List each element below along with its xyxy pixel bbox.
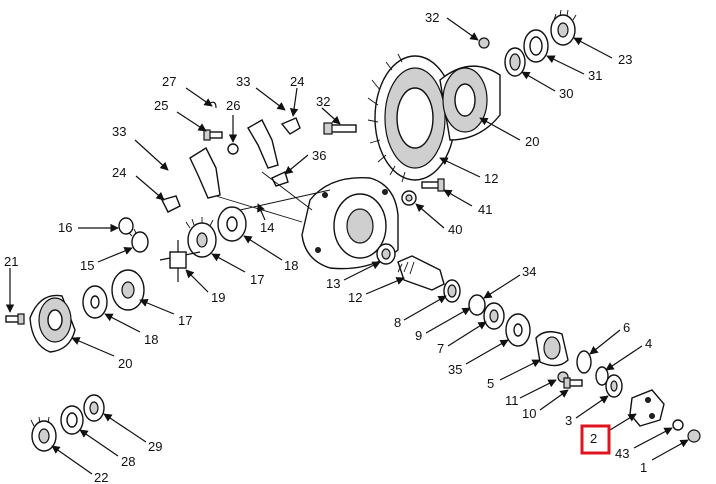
pinion-mate-15: [127, 228, 149, 253]
highlight-box-callout-2: [580, 424, 611, 455]
seal-6: [576, 350, 592, 374]
callout-8: 8: [394, 315, 401, 330]
callout-43: 43: [615, 446, 629, 461]
callout-17-left: 17: [178, 313, 192, 328]
callout-7: 7: [437, 341, 444, 356]
callout-36: 36: [312, 148, 326, 163]
bearing-cap-left: [189, 146, 221, 199]
callout-5: 5: [487, 376, 494, 391]
callout-17-right: 17: [250, 272, 264, 287]
drive-pinion: [397, 255, 445, 291]
spider-19: [159, 240, 201, 282]
callout-1: 1: [640, 460, 647, 475]
callout-24-left: 24: [112, 165, 126, 180]
differential-case-half-left: [29, 294, 76, 353]
callout-40: 40: [448, 222, 462, 237]
bearing-cone-29: [83, 394, 105, 422]
side-bearing-cup: [523, 29, 549, 63]
callout-32-middle: 32: [316, 94, 330, 109]
callout-22: 22: [94, 470, 108, 484]
callout-29: 29: [148, 439, 162, 454]
callout-20-left: 20: [118, 356, 132, 371]
lock-24-left: [160, 195, 181, 213]
side-gear-thrust-washer-18: [217, 206, 247, 242]
callout-13: 13: [326, 276, 340, 291]
callout-18-left: 18: [144, 332, 158, 347]
differential-case-half-top: [439, 65, 501, 141]
bolt-32-top: [323, 122, 357, 135]
washer-40: [401, 190, 417, 206]
callout-33-top: 33: [236, 74, 250, 89]
callout-14: 14: [260, 220, 274, 235]
callout-9: 9: [415, 328, 422, 343]
callout-21: 21: [4, 254, 18, 269]
carrier-housing: [301, 176, 399, 270]
callout-11: 11: [505, 393, 519, 408]
callout-20-top: 20: [525, 134, 539, 149]
callout-28: 28: [121, 454, 135, 469]
bolt-21: [5, 313, 25, 325]
callout-3: 3: [565, 413, 572, 428]
bolt-10: [563, 377, 583, 389]
callout-12-middle: 12: [348, 290, 362, 305]
washer-4: [595, 366, 609, 386]
callout-27: 27: [162, 74, 176, 89]
callout-15: 15: [80, 258, 94, 273]
callout-6: 6: [623, 320, 630, 335]
adjusting-nut: [550, 9, 577, 46]
callout-31: 31: [588, 68, 602, 83]
bolt-41: [421, 178, 445, 192]
bolt-25: [203, 129, 223, 141]
bearing-cup-28: [60, 405, 84, 435]
callout-4: 4: [645, 336, 652, 351]
callout-10: 10: [522, 406, 536, 421]
callout-26: 26: [226, 98, 240, 113]
leader-lines: [5, 17, 689, 475]
callout-33-left: 33: [112, 124, 126, 139]
bearing-retainer-5: [535, 331, 569, 367]
yoke-3: [605, 374, 623, 398]
washer-43: [672, 419, 684, 431]
side-bearing-cone: [504, 47, 526, 77]
adjusting-nut-22: [30, 416, 57, 452]
bearing-cap-right: [247, 119, 279, 169]
lock-nut-small: [478, 37, 490, 49]
yoke-flange-2: [629, 389, 665, 427]
thrust-washer-16: [118, 217, 134, 235]
pinion-bearing-13: [376, 243, 396, 265]
ring-gear: [367, 53, 456, 183]
shim-35: [505, 313, 531, 347]
callout-16: 16: [58, 220, 72, 235]
callout-18-right: 18: [284, 258, 298, 273]
pinion-bearing-cup-34: [468, 294, 486, 316]
callout-30: 30: [559, 86, 573, 101]
lock-24-top: [280, 117, 301, 135]
callout-12-top: 12: [484, 171, 498, 186]
nut-1: [687, 429, 701, 443]
side-gear-17-left: [111, 269, 145, 311]
spacer-7: [483, 302, 505, 330]
callout-35: 35: [448, 362, 462, 377]
side-gear-17-right: [185, 217, 217, 258]
pinion-bearing-cone-9: [443, 279, 461, 303]
callout-2: 2: [590, 431, 597, 446]
callout-23: 23: [618, 52, 632, 67]
callout-labels: 32 23 31 30 20 12 27 33 24 32 25 26 36 3…: [4, 10, 652, 484]
callout-34: 34: [522, 264, 536, 279]
callout-41: 41: [478, 202, 492, 217]
washer-26: [227, 143, 239, 155]
thrust-washer-18-left: [82, 285, 108, 319]
callout-32-top: 32: [425, 10, 439, 25]
callout-25: 25: [154, 98, 168, 113]
callout-24-top: 24: [290, 74, 304, 89]
callout-19: 19: [211, 290, 225, 305]
